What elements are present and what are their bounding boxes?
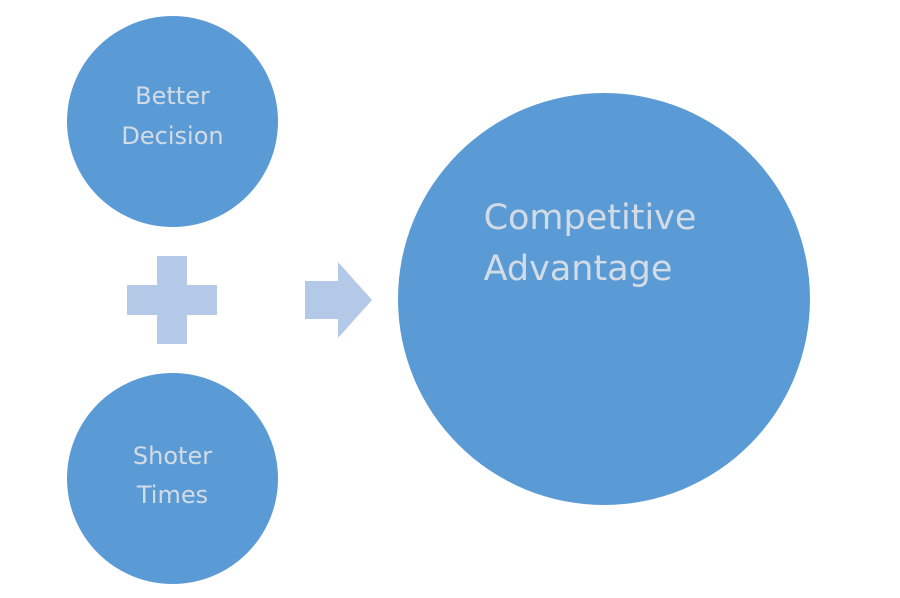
better-decision-circle: Better Decision — [67, 16, 278, 227]
competitive-advantage-line2: Advantage — [483, 249, 673, 289]
plus-icon — [127, 256, 217, 344]
shorter-times-circle: Shoter Times — [67, 373, 278, 584]
better-decision-line2: Decision — [121, 121, 224, 150]
shorter-times-line2: Times — [136, 480, 209, 509]
competitive-advantage-circle: Competitive Advantage — [398, 93, 810, 505]
arrow-right-icon — [305, 262, 372, 338]
shorter-times-line1: Shoter — [132, 441, 213, 470]
better-decision-line1: Better — [135, 81, 210, 110]
competitive-advantage-line1: Competitive — [483, 198, 697, 238]
